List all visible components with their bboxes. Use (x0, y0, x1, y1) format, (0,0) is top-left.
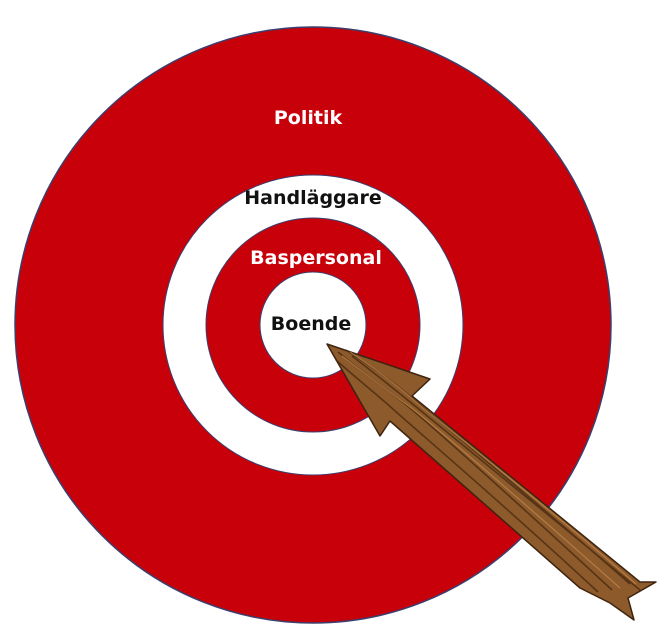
label-politik: Politik (274, 107, 343, 129)
label-baspersonal: Baspersonal (250, 247, 382, 269)
label-boende: Boende (271, 313, 351, 335)
label-handlaggare: Handläggare (244, 187, 381, 209)
